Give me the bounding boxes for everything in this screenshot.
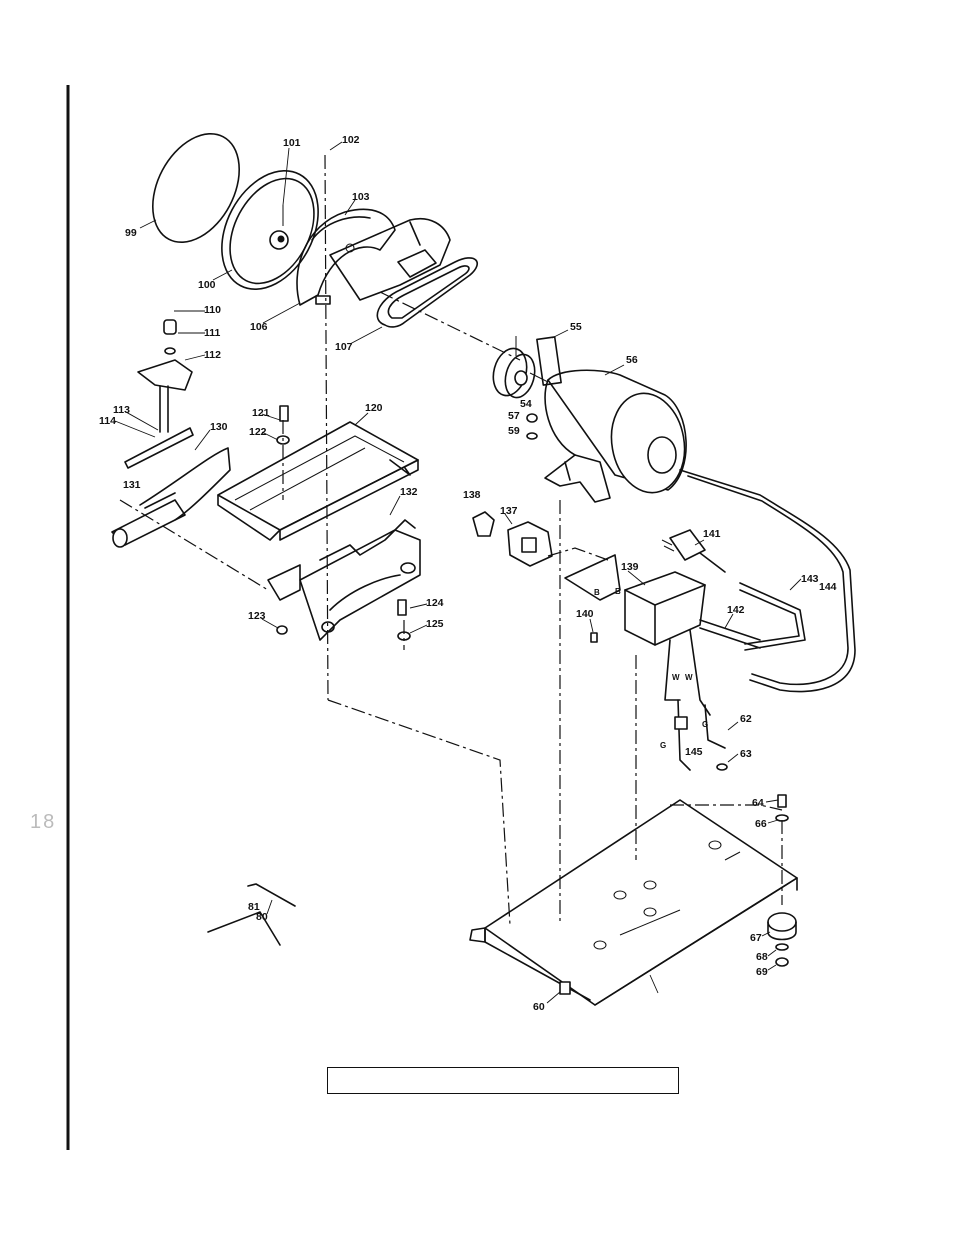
label-145: 145 [685, 746, 703, 758]
label-124: 124 [426, 597, 444, 609]
tool-rest-table [217, 421, 419, 541]
label-138: 138 [463, 489, 481, 501]
miter-knob [124, 319, 194, 469]
label-120: 120 [365, 402, 383, 414]
label-121: 121 [252, 407, 270, 419]
key [536, 336, 562, 386]
label-111: 111 [204, 327, 221, 339]
rubber-foot [767, 912, 797, 967]
label-106: 106 [250, 321, 268, 333]
label-62: 62 [740, 713, 752, 725]
part-labels: 99 100 101 102 103 106 107 55 56 54 57 5… [99, 134, 837, 1013]
disc-plate [221, 170, 319, 290]
label-100: 100 [198, 279, 216, 291]
abrasive-disc [151, 132, 241, 244]
label-56: 56 [626, 354, 638, 366]
switch [472, 511, 553, 567]
capacitor-box [564, 554, 761, 716]
label-wire-g2: G [660, 741, 666, 750]
hardware [276, 405, 789, 995]
belt-guard [329, 218, 451, 301]
label-141: 141 [703, 528, 721, 540]
label-130: 130 [210, 421, 228, 433]
label-wire-w2: W [685, 673, 693, 682]
label-wire-g1: G [702, 720, 708, 729]
disc-guard [296, 208, 396, 306]
label-122: 122 [249, 426, 267, 438]
label-139: 139 [621, 561, 639, 573]
label-144: 144 [819, 581, 837, 593]
label-59: 59 [508, 425, 520, 437]
miter-gauge [111, 447, 231, 548]
leader-lines [114, 141, 802, 1004]
motor-cord [679, 469, 856, 693]
power-plug [661, 529, 726, 573]
label-66: 66 [755, 818, 767, 830]
label-64: 64 [752, 797, 764, 809]
label-55: 55 [570, 321, 582, 333]
label-99: 99 [125, 227, 137, 239]
label-103: 103 [352, 191, 370, 203]
v-belt [376, 257, 478, 328]
label-140: 140 [576, 608, 594, 620]
label-107: 107 [335, 341, 353, 353]
label-142: 142 [727, 604, 745, 616]
label-69: 69 [756, 966, 768, 978]
label-54: 54 [520, 398, 532, 410]
table-bracket [267, 519, 421, 641]
label-67: 67 [750, 932, 762, 944]
label-114: 114 [99, 415, 116, 427]
motor [529, 369, 687, 503]
label-80: 80 [256, 911, 268, 923]
motor-pulley [492, 336, 536, 399]
label-132: 132 [400, 486, 418, 498]
label-131: 131 [123, 479, 141, 491]
page-number: 18 [30, 811, 56, 833]
label-137: 137 [500, 505, 518, 517]
label-102: 102 [342, 134, 360, 146]
label-68: 68 [756, 951, 768, 963]
label-wire-w1: W [672, 673, 680, 682]
caption-box [327, 1067, 679, 1094]
label-112: 112 [204, 349, 221, 361]
label-101: 101 [283, 137, 301, 149]
label-60: 60 [533, 1001, 545, 1013]
label-63: 63 [740, 748, 752, 760]
label-113: 113 [113, 404, 130, 416]
label-143: 143 [801, 573, 819, 585]
assembly-lines [119, 154, 783, 926]
label-wire-b2: B [615, 587, 621, 596]
label-125: 125 [426, 618, 444, 630]
hex-keys [207, 883, 296, 946]
label-57: 57 [508, 410, 520, 422]
label-81: 81 [248, 901, 260, 913]
base-plate [469, 799, 798, 1006]
label-110: 110 [204, 304, 221, 316]
label-123: 123 [248, 610, 266, 622]
label-wire-b1: B [594, 588, 600, 597]
